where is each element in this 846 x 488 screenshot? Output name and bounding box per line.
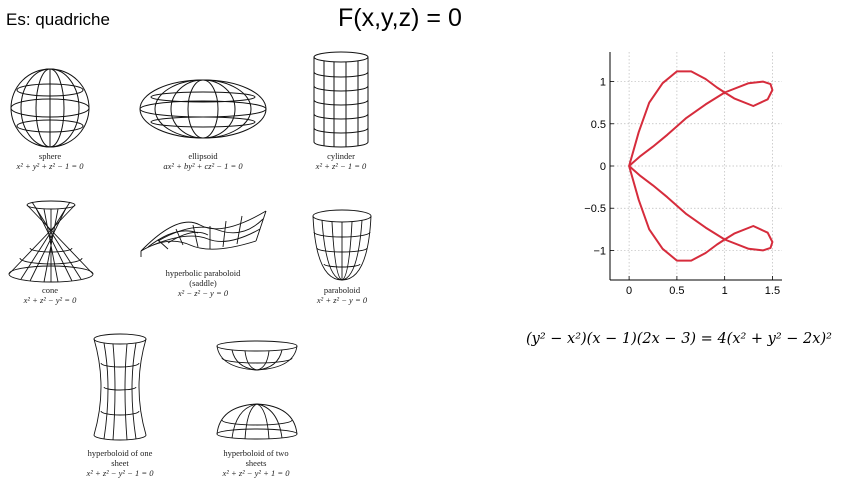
paraboloid-figure bbox=[312, 209, 372, 281]
hyperboloid-one-label: hyperboloid of one bbox=[87, 448, 153, 458]
curve-equation: (y² − x²)(x − 1)(2x − 3) = 4(x² + y² − 2… bbox=[526, 331, 832, 347]
ellipsoid-equation: ax² + by² + cz² − 1 = 0 bbox=[163, 161, 243, 171]
hyperboloid-two-label-2: sheets bbox=[245, 458, 267, 468]
slide-title: Es: quadriche bbox=[6, 10, 110, 29]
cylinder-equation: x² + z² − 1 = 0 bbox=[315, 161, 367, 171]
hyperboloid-one-sheet-figure bbox=[93, 333, 147, 441]
y-tick-label: −1 bbox=[593, 245, 606, 257]
x-tick-label: 1 bbox=[722, 285, 728, 297]
x-tick-label: 0 bbox=[626, 285, 632, 297]
x-tick-label: 0.5 bbox=[669, 285, 684, 297]
saddle-label: hyperbolic paraboloid bbox=[165, 268, 241, 278]
y-tick-label: 0.5 bbox=[591, 119, 606, 131]
curve-plot: 0 0.5 1 1.5 1 0.5 0 −0.5 −1 bbox=[584, 52, 782, 297]
sphere-figure bbox=[10, 68, 90, 148]
cylinder-label: cylinder bbox=[327, 151, 355, 161]
ellipsoid-label: ellipsoid bbox=[188, 151, 218, 161]
cylinder-figure bbox=[313, 51, 369, 148]
saddle-figure bbox=[140, 210, 267, 257]
saddle-equation: x² − z² − y = 0 bbox=[177, 288, 229, 298]
saddle-label-2: (saddle) bbox=[189, 278, 217, 288]
curve-series-line bbox=[628, 70, 774, 262]
y-tick-label: 0 bbox=[600, 161, 606, 173]
hyperboloid-two-sheets-figure bbox=[216, 340, 298, 440]
sphere-equation: x² + y² + z² − 1 = 0 bbox=[16, 161, 84, 171]
y-tick-label: 1 bbox=[600, 77, 606, 89]
sphere-label: sphere bbox=[38, 151, 62, 161]
y-tick-label: −0.5 bbox=[584, 203, 606, 215]
ellipsoid-figure bbox=[139, 79, 267, 139]
plot-grid bbox=[610, 52, 782, 280]
x-tick-label: 1.5 bbox=[765, 285, 780, 297]
paraboloid-equation: x² + z² − y = 0 bbox=[316, 295, 368, 305]
plot-ticks: 0 0.5 1 1.5 1 0.5 0 −0.5 −1 bbox=[584, 77, 780, 297]
paraboloid-label: paraboloid bbox=[323, 285, 361, 295]
cone-label: cone bbox=[41, 285, 59, 295]
hyperboloid-two-equation: x² + z² − y² + 1 = 0 bbox=[222, 468, 290, 478]
plot-axes bbox=[609, 52, 782, 281]
cone-equation: x² + z² − y² = 0 bbox=[23, 295, 77, 305]
hyperboloid-one-label-2: sheet bbox=[111, 458, 129, 468]
hyperboloid-one-equation: x² + z² − y² − 1 = 0 bbox=[86, 468, 154, 478]
hyperboloid-two-label: hyperboloid of two bbox=[223, 448, 289, 458]
cone-figure bbox=[8, 200, 94, 283]
main-equation: F(x,y,z) = 0 bbox=[338, 4, 462, 32]
